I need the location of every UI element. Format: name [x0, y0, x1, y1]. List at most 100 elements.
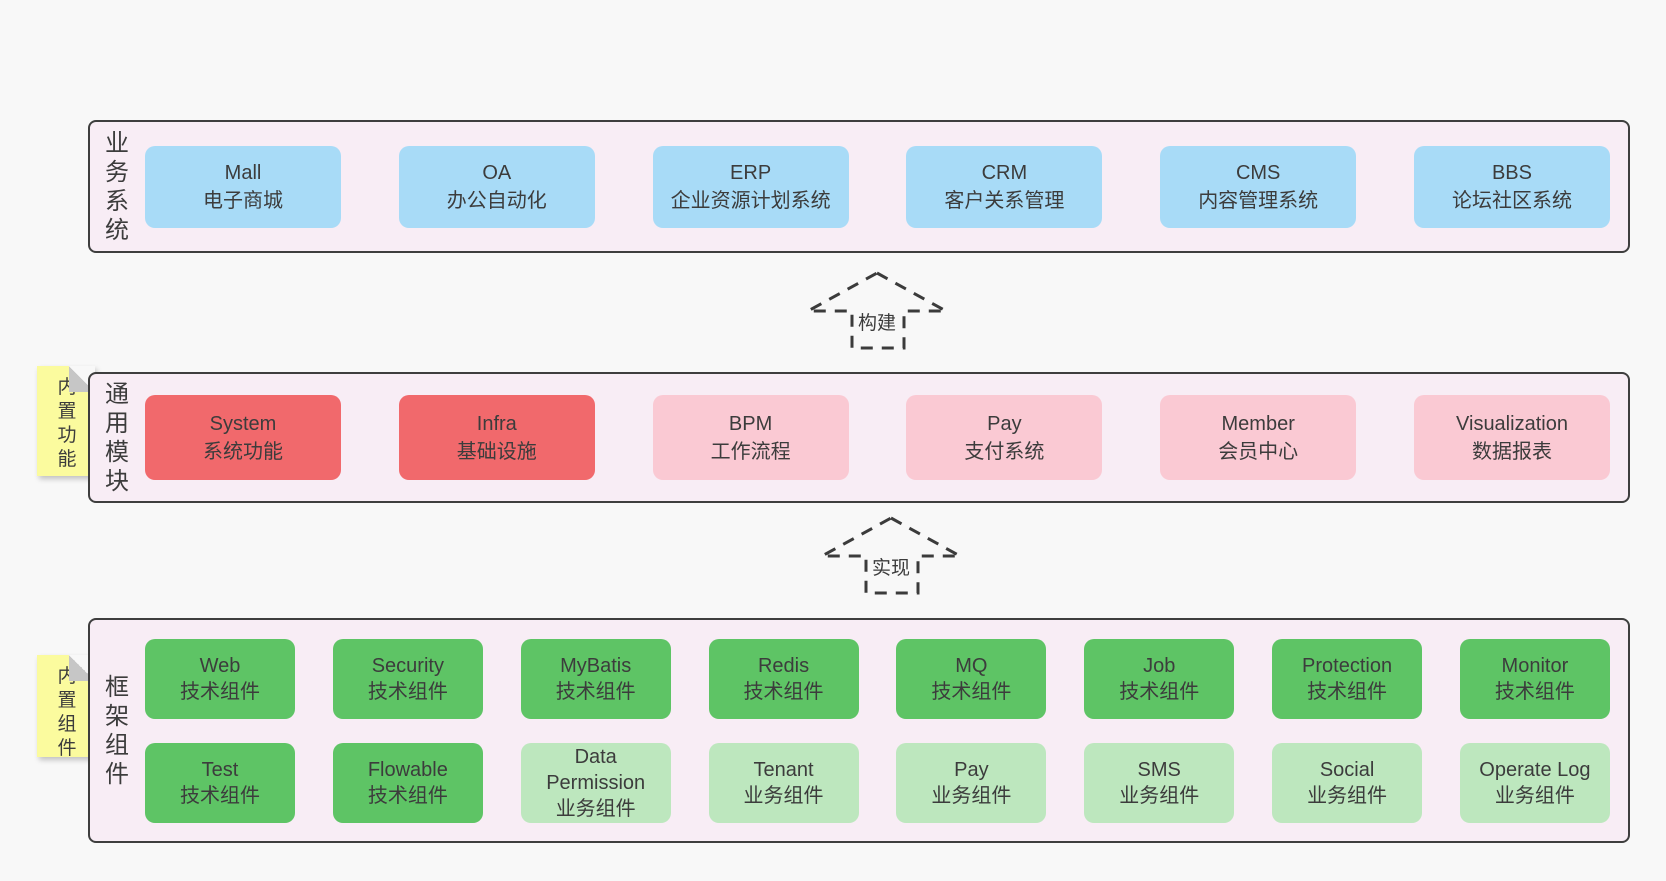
build-arrow-label: 构建 — [858, 312, 896, 334]
box-title: SMS — [1137, 758, 1181, 781]
box-title: Infra — [476, 412, 517, 435]
box-sms: SMS 业务组件 — [1084, 742, 1235, 823]
box-title: MyBatis — [560, 654, 632, 677]
box-mq: MQ 技术组件 — [896, 638, 1047, 719]
box-cms: CMS 内容管理系统 — [1160, 145, 1357, 228]
box-title: ERP — [730, 161, 772, 184]
business-band-label: 业务系统 — [105, 129, 129, 244]
box-bpm: BPM 工作流程 — [652, 395, 849, 480]
box-subtitle: 技术组件 — [180, 680, 260, 703]
components-band-label: 框架组件 — [105, 673, 129, 788]
sticky-built-in-features: 内置功能 — [37, 366, 95, 476]
box-title: Web — [199, 654, 241, 677]
box-title: Pay — [954, 758, 989, 781]
sticky-label: 内置功能 — [57, 377, 77, 470]
box-subtitle: 会员中心 — [1218, 440, 1299, 463]
box-system: System 系统功能 — [145, 395, 341, 480]
box-subtitle: 客户关系管理 — [944, 189, 1065, 212]
box-tenant: Tenant 业务组件 — [708, 742, 859, 823]
box-erp: ERP 企业资源计划系统 — [652, 145, 849, 228]
box-title: Member — [1221, 412, 1295, 435]
box-data-permission: Data Permission 业务组件 — [520, 742, 671, 823]
box-subtitle: 技术组件 — [931, 680, 1012, 703]
box-title: Monitor — [1501, 654, 1569, 677]
box-protection: Protection 技术组件 — [1272, 638, 1423, 719]
box-subtitle: 工作流程 — [710, 440, 791, 463]
box-subtitle: 电子商城 — [203, 189, 283, 212]
box-subtitle: 业务组件 — [555, 797, 636, 820]
box-subtitle: 企业资源计划系统 — [670, 189, 831, 212]
box-title: Security — [371, 654, 444, 677]
box-subtitle: 数据报表 — [1471, 440, 1552, 463]
box-title: Test — [201, 758, 239, 781]
components-row-1: Web 技术组件 Security 技术组件 MyBatis 技术组件 Redi… — [145, 638, 1610, 719]
sticky-built-in-components: 内置组件 — [37, 655, 95, 759]
box-subtitle: 技术组件 — [743, 680, 824, 703]
box-test: Test 技术组件 — [145, 742, 295, 823]
box-title: Data Permission — [546, 745, 646, 794]
box-subtitle: 技术组件 — [1119, 680, 1200, 703]
build-up-arrow-icon: 构建 — [807, 271, 947, 350]
box-subtitle: 业务组件 — [931, 784, 1012, 807]
box-title: Pay — [987, 412, 1022, 435]
box-title: MQ — [955, 654, 988, 677]
box-subtitle: 技术组件 — [1307, 680, 1388, 703]
box-subtitle: 业务组件 — [1307, 784, 1388, 807]
box-title: Operate Log — [1479, 758, 1591, 781]
box-title: Social — [1319, 758, 1375, 781]
common-modules-band: 通用模块 System 系统功能 Infra 基础设施 BPM 工作流程 Pay… — [88, 372, 1630, 503]
box-subtitle: 业务组件 — [743, 784, 824, 807]
components-rows: Web 技术组件 Security 技术组件 MyBatis 技术组件 Redi… — [132, 638, 1628, 823]
box-infra: Infra 基础设施 — [398, 395, 595, 480]
box-bbs: BBS 论坛社区系统 — [1413, 145, 1610, 228]
box-mybatis: MyBatis 技术组件 — [520, 638, 671, 719]
implement-arrow-label: 实现 — [872, 557, 910, 579]
box-subtitle: 论坛社区系统 — [1451, 189, 1572, 212]
box-subtitle: 业务组件 — [1494, 784, 1575, 807]
box-title: OA — [482, 161, 512, 184]
box-subtitle: 技术组件 — [555, 680, 636, 703]
box-title: System — [209, 412, 277, 435]
box-security: Security 技术组件 — [332, 638, 483, 719]
box-monitor: Monitor 技术组件 — [1459, 638, 1610, 719]
box-redis: Redis 技术组件 — [708, 638, 859, 719]
box-title: Tenant — [753, 758, 814, 781]
box-title: Mall — [224, 161, 262, 184]
box-flowable: Flowable 技术组件 — [332, 742, 483, 823]
box-subtitle: 技术组件 — [367, 784, 448, 807]
box-subtitle: 支付系统 — [964, 440, 1045, 463]
box-title: Redis — [757, 654, 810, 677]
box-operate-log: Operate Log 业务组件 — [1459, 742, 1610, 823]
components-row-2: Test 技术组件 Flowable 技术组件 Data Permission … — [145, 742, 1610, 823]
box-crm: CRM 客户关系管理 — [906, 145, 1103, 228]
box-pay-module: Pay 支付系统 — [906, 395, 1103, 480]
box-pay-component: Pay 业务组件 — [896, 742, 1047, 823]
box-title: BPM — [728, 412, 773, 435]
box-web: Web 技术组件 — [145, 638, 295, 719]
box-title: BBS — [1491, 161, 1532, 184]
box-subtitle: 业务组件 — [1119, 784, 1200, 807]
box-subtitle: 办公自动化 — [446, 189, 547, 212]
box-subtitle: 基础设施 — [456, 440, 537, 463]
box-title: Job — [1143, 654, 1176, 677]
modules-band-label: 通用模块 — [105, 380, 129, 495]
box-visualization: Visualization 数据报表 — [1413, 395, 1610, 480]
box-member: Member 会员中心 — [1160, 395, 1357, 480]
box-subtitle: 技术组件 — [367, 680, 448, 703]
box-title: CRM — [981, 161, 1028, 184]
box-title: Protection — [1302, 654, 1393, 677]
box-subtitle: 技术组件 — [1494, 680, 1575, 703]
framework-components-band: 框架组件 Web 技术组件 Security 技术组件 MyBatis 技术组件… — [88, 618, 1630, 843]
implement-up-arrow-icon: 实现 — [821, 516, 961, 595]
box-mall: Mall 电子商城 — [145, 145, 341, 228]
box-social: Social 业务组件 — [1272, 742, 1423, 823]
business-systems-band: 业务系统 Mall 电子商城 OA 办公自动化 ERP 企业资源计划系统 CRM… — [88, 120, 1630, 253]
box-job: Job 技术组件 — [1084, 638, 1235, 719]
box-subtitle: 系统功能 — [203, 440, 283, 463]
box-title: Visualization — [1456, 412, 1568, 435]
modules-boxes: System 系统功能 Infra 基础设施 BPM 工作流程 Pay 支付系统… — [132, 395, 1628, 480]
box-oa: OA 办公自动化 — [398, 145, 595, 228]
box-subtitle: 内容管理系统 — [1198, 189, 1319, 212]
box-title: Flowable — [367, 758, 448, 781]
